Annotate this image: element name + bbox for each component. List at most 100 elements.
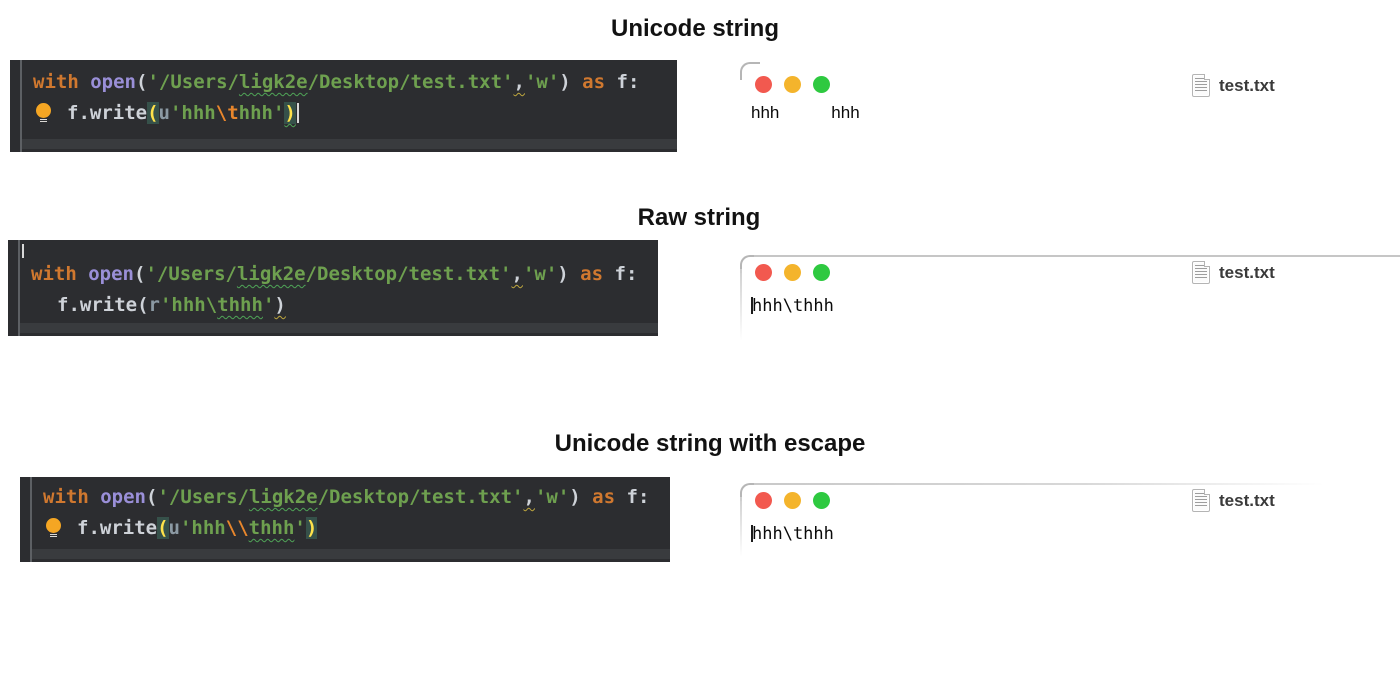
code-line: with open('/Users/ligk2e/Desktop/test.tx… — [10, 67, 677, 98]
code-token: u — [168, 517, 180, 539]
zoom-button[interactable] — [813, 264, 830, 281]
code-editor-snippet[interactable]: with open('/Users/ligk2e/Desktop/test.tx… — [20, 477, 670, 562]
textedit-window: test.txt hhh hhh — [740, 62, 1400, 152]
code-line: f.write(u'hhh\\thhh') — [20, 513, 670, 544]
code-token: f: — [615, 486, 650, 508]
code-token: thhh — [217, 294, 263, 316]
minimize-button[interactable] — [784, 492, 801, 509]
code-token: f.write( — [57, 294, 149, 316]
editor-caret — [296, 103, 299, 123]
file-name-label: test.txt — [1219, 262, 1275, 282]
code-token: ( — [133, 263, 146, 285]
code-token: \t — [215, 102, 239, 124]
code-token: ( — [157, 517, 169, 539]
code-token: open — [90, 71, 136, 93]
section-title-unicode-escape: Unicode string with escape — [554, 430, 866, 457]
editor-caret — [22, 244, 24, 258]
code-token: '/Users/ — [157, 486, 249, 508]
minimize-button[interactable] — [784, 264, 801, 281]
code-line — [8, 242, 658, 259]
code-token: ligk2e — [248, 486, 318, 508]
traffic-lights — [755, 264, 830, 281]
code-editor-snippet[interactable]: with open('/Users/ligk2e/Desktop/test.tx… — [8, 240, 658, 336]
close-button[interactable] — [755, 492, 772, 509]
window-top-border — [754, 483, 1354, 485]
close-button[interactable] — [755, 76, 772, 93]
code-token: 'w' — [524, 71, 560, 93]
code-token: with — [43, 486, 89, 508]
code-token — [89, 486, 100, 508]
section-title-raw-string: Raw string — [637, 204, 761, 231]
code-token: ' — [294, 517, 306, 539]
text-file-icon — [1192, 489, 1210, 512]
code-token: ) — [305, 517, 318, 539]
code-token: ) — [559, 71, 583, 93]
window-left-border — [740, 269, 742, 341]
code-token — [77, 263, 88, 285]
text-caret — [751, 297, 753, 314]
textedit-window: test.txt hhh\thhh — [740, 255, 1400, 345]
code-token: /Desktop/test.txt' — [317, 486, 524, 508]
window-title: test.txt — [1192, 489, 1275, 512]
window-title: test.txt — [1192, 74, 1275, 97]
text-file-icon — [1192, 74, 1210, 97]
window-top-border — [754, 255, 1400, 257]
window-title: test.txt — [1192, 261, 1275, 284]
file-name-label: test.txt — [1219, 490, 1275, 510]
code-line: with open('/Users/ligk2e/Desktop/test.tx… — [20, 482, 670, 513]
window-corner — [740, 255, 760, 273]
text-file-icon — [1192, 261, 1210, 284]
code-token: ligk2e — [238, 71, 308, 93]
code-token: thhh — [248, 517, 295, 539]
code-token: 'hhh\ — [159, 294, 218, 316]
file-name-label: test.txt — [1219, 75, 1275, 95]
zoom-button[interactable] — [813, 76, 830, 93]
window-corner — [740, 483, 760, 501]
code-token: /Desktop/test.txt' — [305, 263, 512, 285]
lightbulb-icon[interactable] — [36, 103, 51, 123]
code-line: with open('/Users/ligk2e/Desktop/test.tx… — [8, 259, 658, 290]
window-left-border — [740, 497, 742, 557]
code-token: hhh' — [238, 102, 285, 124]
code-token: ) — [557, 263, 581, 285]
code-token: ) — [569, 486, 593, 508]
close-button[interactable] — [755, 264, 772, 281]
section-title-unicode-string: Unicode string — [610, 15, 780, 42]
code-token: '/Users/ — [147, 71, 239, 93]
code-token: ) — [274, 294, 286, 316]
code-line: f.write(u'hhh\thhh') — [10, 98, 677, 129]
code-token: ) — [284, 102, 296, 124]
code-token: 'hhh — [179, 517, 226, 539]
code-token: 'hhh — [169, 102, 216, 124]
text-caret — [751, 525, 753, 542]
code-token: f.write — [77, 517, 158, 539]
code-token: 'w' — [522, 263, 558, 285]
lightbulb-icon[interactable] — [46, 518, 61, 538]
code-token: '/Users/ — [145, 263, 237, 285]
code-line: f.write(r'hhh\thhh') — [8, 290, 658, 321]
code-editor-snippet[interactable]: with open('/Users/ligk2e/Desktop/test.tx… — [10, 60, 677, 152]
code-token: as — [592, 486, 616, 508]
code-token: r — [148, 294, 160, 316]
code-token: , — [513, 71, 525, 93]
code-token: , — [523, 486, 535, 508]
textedit-window: test.txt hhh\thhh — [740, 483, 1400, 573]
file-content-text[interactable]: hhh\thhh — [751, 524, 834, 544]
code-token: as — [582, 71, 606, 93]
traffic-lights — [755, 492, 830, 509]
code-token: ( — [135, 71, 148, 93]
minimize-button[interactable] — [784, 76, 801, 93]
code-token: 'w' — [534, 486, 570, 508]
traffic-lights — [755, 76, 830, 93]
zoom-button[interactable] — [813, 492, 830, 509]
code-token: ' — [262, 294, 275, 316]
file-content-text[interactable]: hhh hhh — [751, 103, 860, 122]
code-token: f: — [603, 263, 638, 285]
window-corner — [740, 62, 760, 80]
code-token: open — [100, 486, 146, 508]
code-token: u — [158, 102, 170, 124]
code-token — [79, 71, 90, 93]
code-token: ( — [145, 486, 158, 508]
file-content-text[interactable]: hhh\thhh — [751, 296, 834, 316]
